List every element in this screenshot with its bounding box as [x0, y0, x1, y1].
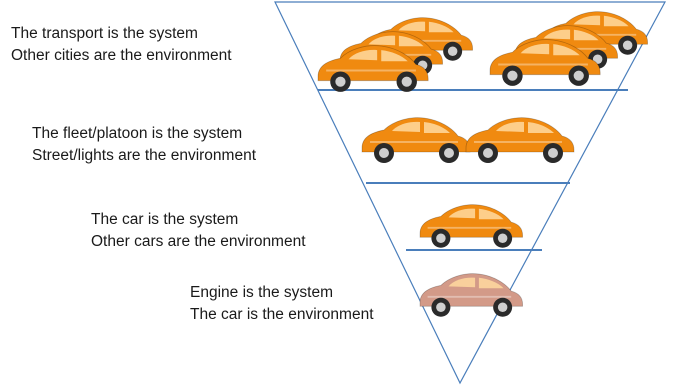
level-car-label: The car is the system Other cars are the…: [91, 209, 306, 253]
car-icon-group-car: [419, 203, 524, 249]
car-icon-group-transport: [316, 10, 649, 93]
system-text: The transport is the system: [11, 25, 198, 42]
car-icon-group-engine: [419, 272, 524, 318]
environment-text: Other cities are the environment: [11, 47, 232, 64]
environment-text: Other cars are the environment: [91, 233, 306, 250]
car-icon: [419, 203, 524, 249]
environment-text: The car is the environment: [190, 306, 374, 323]
system-text: The car is the system: [91, 211, 239, 228]
level-fleet-label: The fleet/platoon is the system Street/l…: [32, 123, 256, 167]
car-icon: [361, 116, 471, 164]
system-text: Engine is the system: [190, 284, 334, 301]
car-icon: [419, 272, 524, 318]
car-icon: [465, 116, 575, 164]
car-icon-group-fleet: [361, 116, 575, 164]
system-text: The fleet/platoon is the system: [32, 125, 243, 142]
level-engine-label: Engine is the system The car is the envi…: [190, 282, 374, 326]
environment-text: Street/lights are the environment: [32, 147, 257, 164]
level-transport-label: The transport is the system Other cities…: [11, 23, 232, 67]
triangle-outline: [274, 1, 667, 385]
